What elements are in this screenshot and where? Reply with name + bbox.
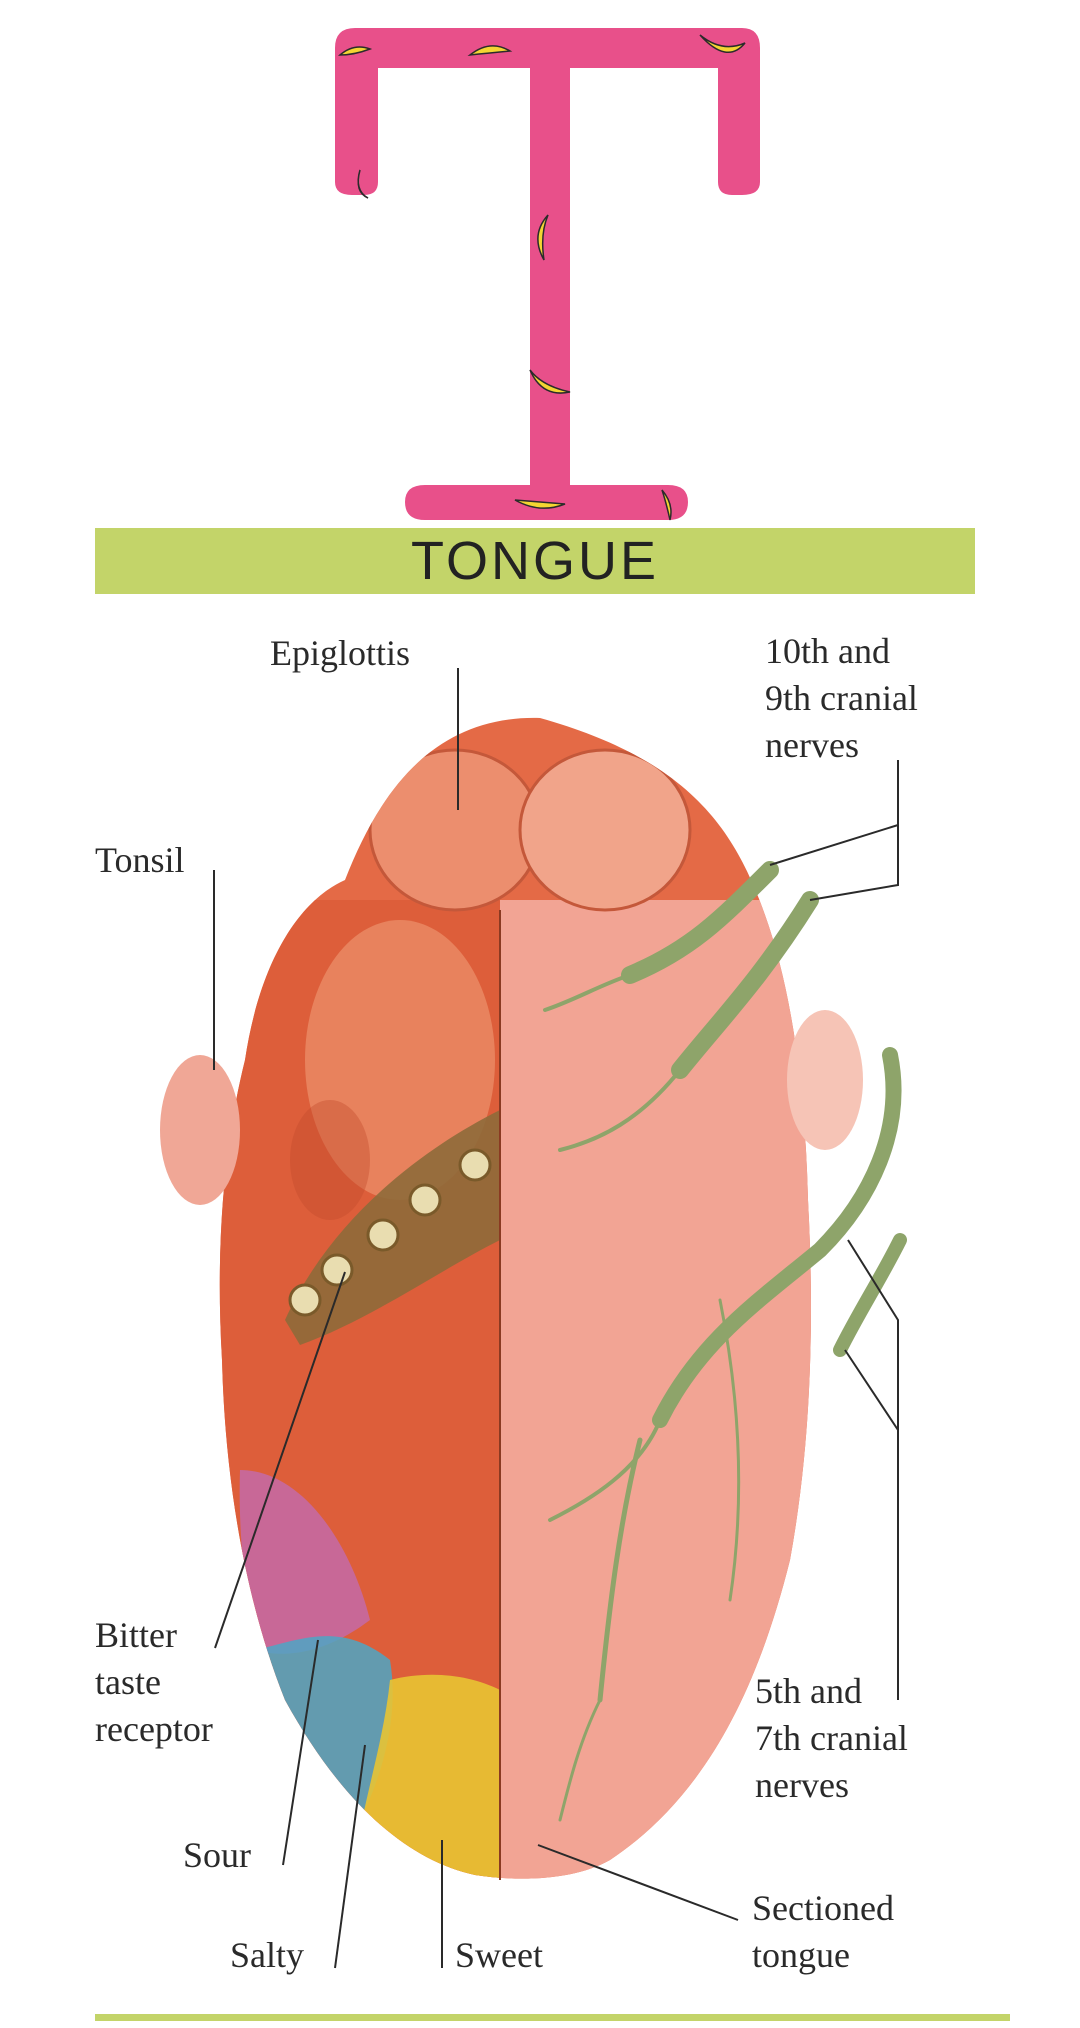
taste-bud-circle <box>408 1183 442 1217</box>
banana-icon <box>699 34 746 53</box>
sectioned-leader <box>537 1844 739 1921</box>
diagram-title: TONGUE <box>410 531 660 591</box>
sweet-zone <box>360 1674 500 1879</box>
banana-icon <box>337 46 373 56</box>
nerve-branch <box>718 1298 741 1602</box>
sour-leader <box>282 1639 319 1866</box>
bottom-rule <box>95 2014 1010 2021</box>
banana-icon <box>529 369 571 394</box>
letter-t-shape <box>335 28 760 520</box>
papillae-surface <box>219 900 500 1879</box>
bitter-leader <box>214 1271 346 1649</box>
banana-icon <box>357 169 369 199</box>
label-salty: Salty <box>230 1935 305 1975</box>
nerve-9-10 <box>671 891 819 1079</box>
title-bar: TONGUE <box>95 528 975 594</box>
label-cranial-5-7: 5th and 7th cranial nerves <box>755 1671 908 1805</box>
taste-bud-circles <box>288 1148 492 1317</box>
epiglottis-left-lobe <box>368 748 542 912</box>
banana-icon <box>661 489 672 521</box>
taste-bud-circle <box>288 1283 322 1317</box>
nerve-5-7 <box>652 1047 902 1428</box>
label-bitter-taste-receptor: Bitter taste receptor <box>95 1615 213 1749</box>
sour-zone <box>255 1636 393 1820</box>
banana-pattern <box>337 34 746 521</box>
bitter-zone <box>239 1470 370 1654</box>
banana-icon <box>514 499 566 509</box>
salty-leader <box>334 1744 366 1969</box>
nerve-branch <box>558 1698 602 1822</box>
nerve-branches <box>543 861 907 1822</box>
label-sectioned-tongue: Sectioned tongue <box>752 1888 894 1975</box>
label-cranial-10-9: 10th and 9th cranial nerves <box>765 631 918 765</box>
tonsil-left <box>160 1055 240 1205</box>
taste-bud-circle <box>458 1148 492 1182</box>
nerve-branch <box>548 1418 662 1522</box>
label-sour: Sour <box>183 1835 252 1875</box>
banana-icon <box>467 45 513 57</box>
nerve-branch <box>597 1437 643 1703</box>
nerve-branch <box>558 1068 682 1152</box>
letter-t-graphic <box>335 28 760 521</box>
leader-lines <box>213 668 899 1969</box>
label-sweet: Sweet <box>455 1935 543 1975</box>
label-tonsil: Tonsil <box>95 840 185 880</box>
label-epiglottis: Epiglottis <box>270 633 411 673</box>
cranial-5-7-leader <box>847 1239 899 1700</box>
taste-bud-circle <box>320 1253 354 1287</box>
cranial-5-7-leader-b <box>844 1349 899 1431</box>
tonsil-right <box>787 1010 863 1150</box>
nerve-9-10 <box>621 861 779 984</box>
epiglottis-right-lobe <box>518 748 692 912</box>
nerve-5-7 <box>833 1233 907 1357</box>
cranial-10-9-leader <box>769 823 899 901</box>
banana-icon <box>537 214 549 261</box>
nerve-branch <box>543 973 632 1012</box>
taste-bud-circle <box>366 1218 400 1252</box>
